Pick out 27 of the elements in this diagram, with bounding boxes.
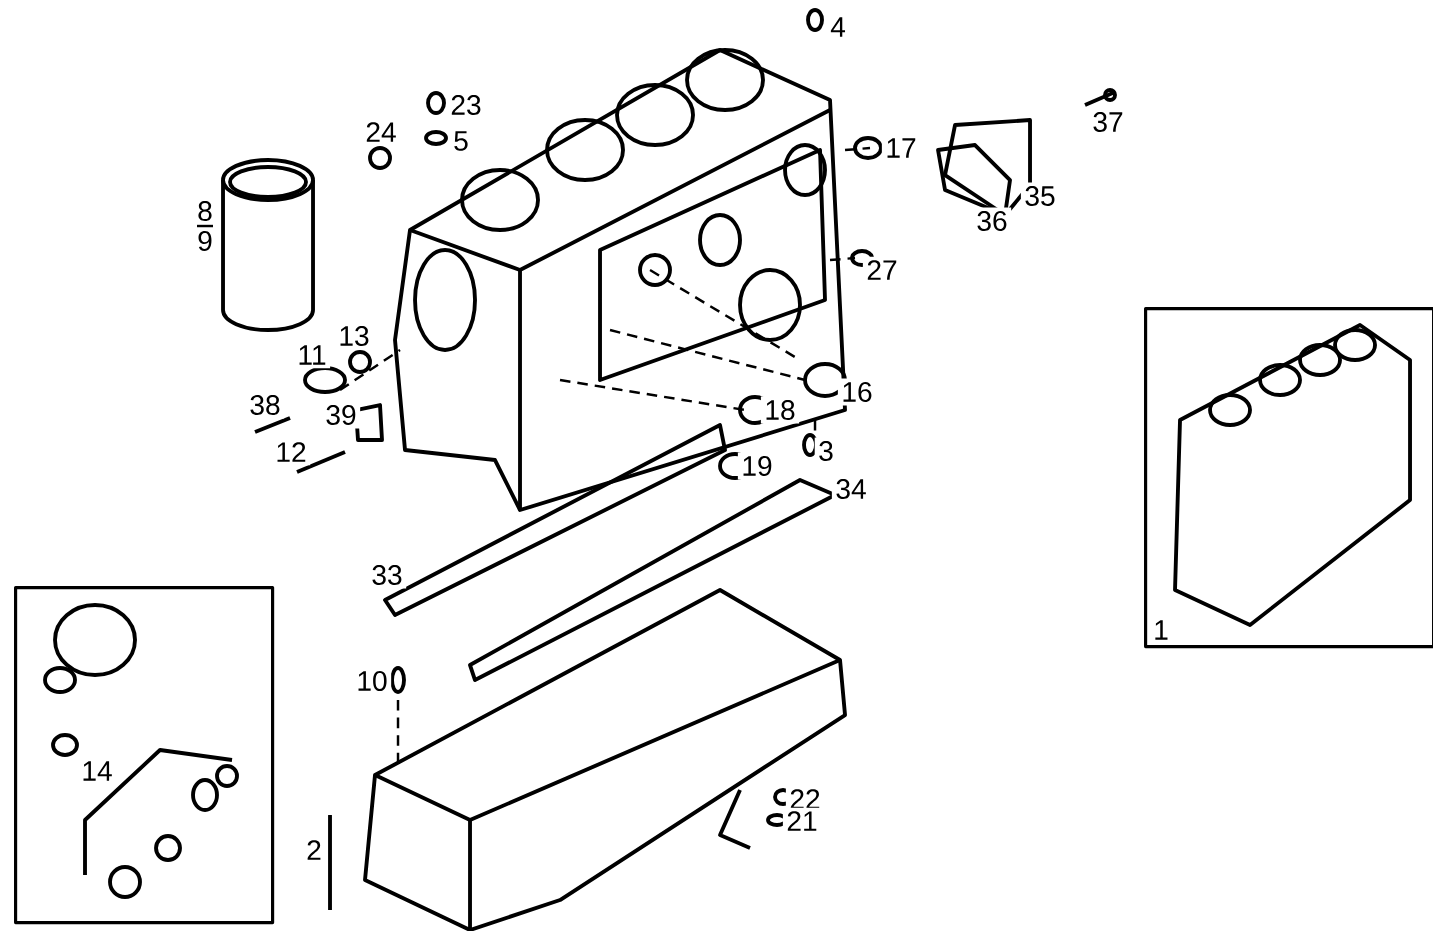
callout-number: 13: [334, 322, 374, 350]
callout-number: 16: [837, 378, 877, 406]
callout-number: 24: [361, 118, 401, 146]
inset-frame: 14: [14, 586, 275, 925]
callout-number: 8: [193, 197, 217, 225]
callout-number: 36: [972, 207, 1012, 235]
callout-number: 5: [449, 127, 473, 155]
callout-number: 18: [760, 396, 800, 424]
callout-number: 23: [446, 91, 486, 119]
inset-frame: 1: [1144, 307, 1433, 649]
callout-number: 21: [782, 807, 822, 835]
callout-number: 2: [302, 836, 326, 864]
callout-number: 34: [831, 475, 871, 503]
callout-number: 3: [814, 437, 838, 465]
callout-number: 27: [862, 256, 902, 284]
callout-number: 4: [826, 13, 850, 41]
callout-number: 37: [1088, 108, 1128, 136]
callout-number: 10: [352, 667, 392, 695]
callout-number: 12: [271, 438, 311, 466]
callout-number: 9: [193, 227, 217, 255]
callout-number: 38: [245, 391, 285, 419]
callout-number: 39: [321, 401, 361, 429]
callout-number: 11: [293, 341, 331, 369]
callout-number: 19: [737, 452, 777, 480]
callout-number: 35: [1020, 182, 1060, 210]
callout-number: 17: [881, 134, 921, 162]
callout-number: 33: [367, 561, 407, 589]
